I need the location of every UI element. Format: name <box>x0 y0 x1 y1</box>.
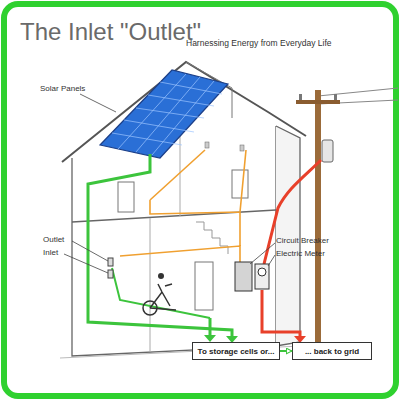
subtitle: Harnessing Energy from Everyday Life <box>186 38 332 48</box>
leader-line <box>64 254 108 273</box>
house-front <box>72 126 276 356</box>
solar-wire <box>88 154 232 338</box>
flow-box: To storage cells or... <box>192 342 280 360</box>
leader-line <box>80 94 116 112</box>
house-wiring <box>120 150 246 264</box>
part-label: Circuit Breaker <box>276 236 329 245</box>
panel-grid <box>112 74 222 155</box>
part-label: Outlet <box>43 235 64 244</box>
frame <box>4 4 396 396</box>
inlet-symbol <box>108 270 113 278</box>
window <box>118 182 134 212</box>
flow-arrow <box>280 350 292 352</box>
transformer <box>322 140 333 162</box>
exercise-bike <box>150 284 176 310</box>
part-label: Inlet <box>43 248 58 257</box>
inner-wall <box>150 218 151 352</box>
solar-panel <box>100 70 228 158</box>
floor-line <box>72 210 276 222</box>
wall-outlet <box>205 142 209 148</box>
utility-pole <box>315 90 321 348</box>
flow-box: ... back to grid <box>292 342 372 360</box>
roof <box>62 62 306 162</box>
grid-wire <box>264 160 321 264</box>
insulator <box>299 94 302 100</box>
inlet-wire <box>209 318 212 337</box>
cross-arm <box>296 100 340 104</box>
power-line <box>318 88 398 96</box>
leader-line <box>268 255 275 266</box>
box-text: ... back to grid <box>305 347 359 356</box>
window <box>232 170 248 198</box>
wire-arrow <box>204 335 216 342</box>
meter-box <box>255 264 269 289</box>
part-label: Electric Meter <box>276 249 325 258</box>
meter-dial <box>258 268 266 276</box>
diagram-title: The Inlet "Outlet" <box>20 18 201 46</box>
box-text: To storage cells or... <box>198 347 275 356</box>
insulator <box>334 94 337 100</box>
inlet-wire <box>112 268 210 318</box>
door <box>195 262 213 310</box>
rider <box>158 273 164 279</box>
outlet-symbol <box>108 258 113 266</box>
part-label: Solar Panels <box>40 84 85 93</box>
leader-line <box>72 241 108 261</box>
breaker-box <box>235 262 252 291</box>
grid-wire <box>262 290 300 338</box>
wall-outlet <box>240 145 244 151</box>
